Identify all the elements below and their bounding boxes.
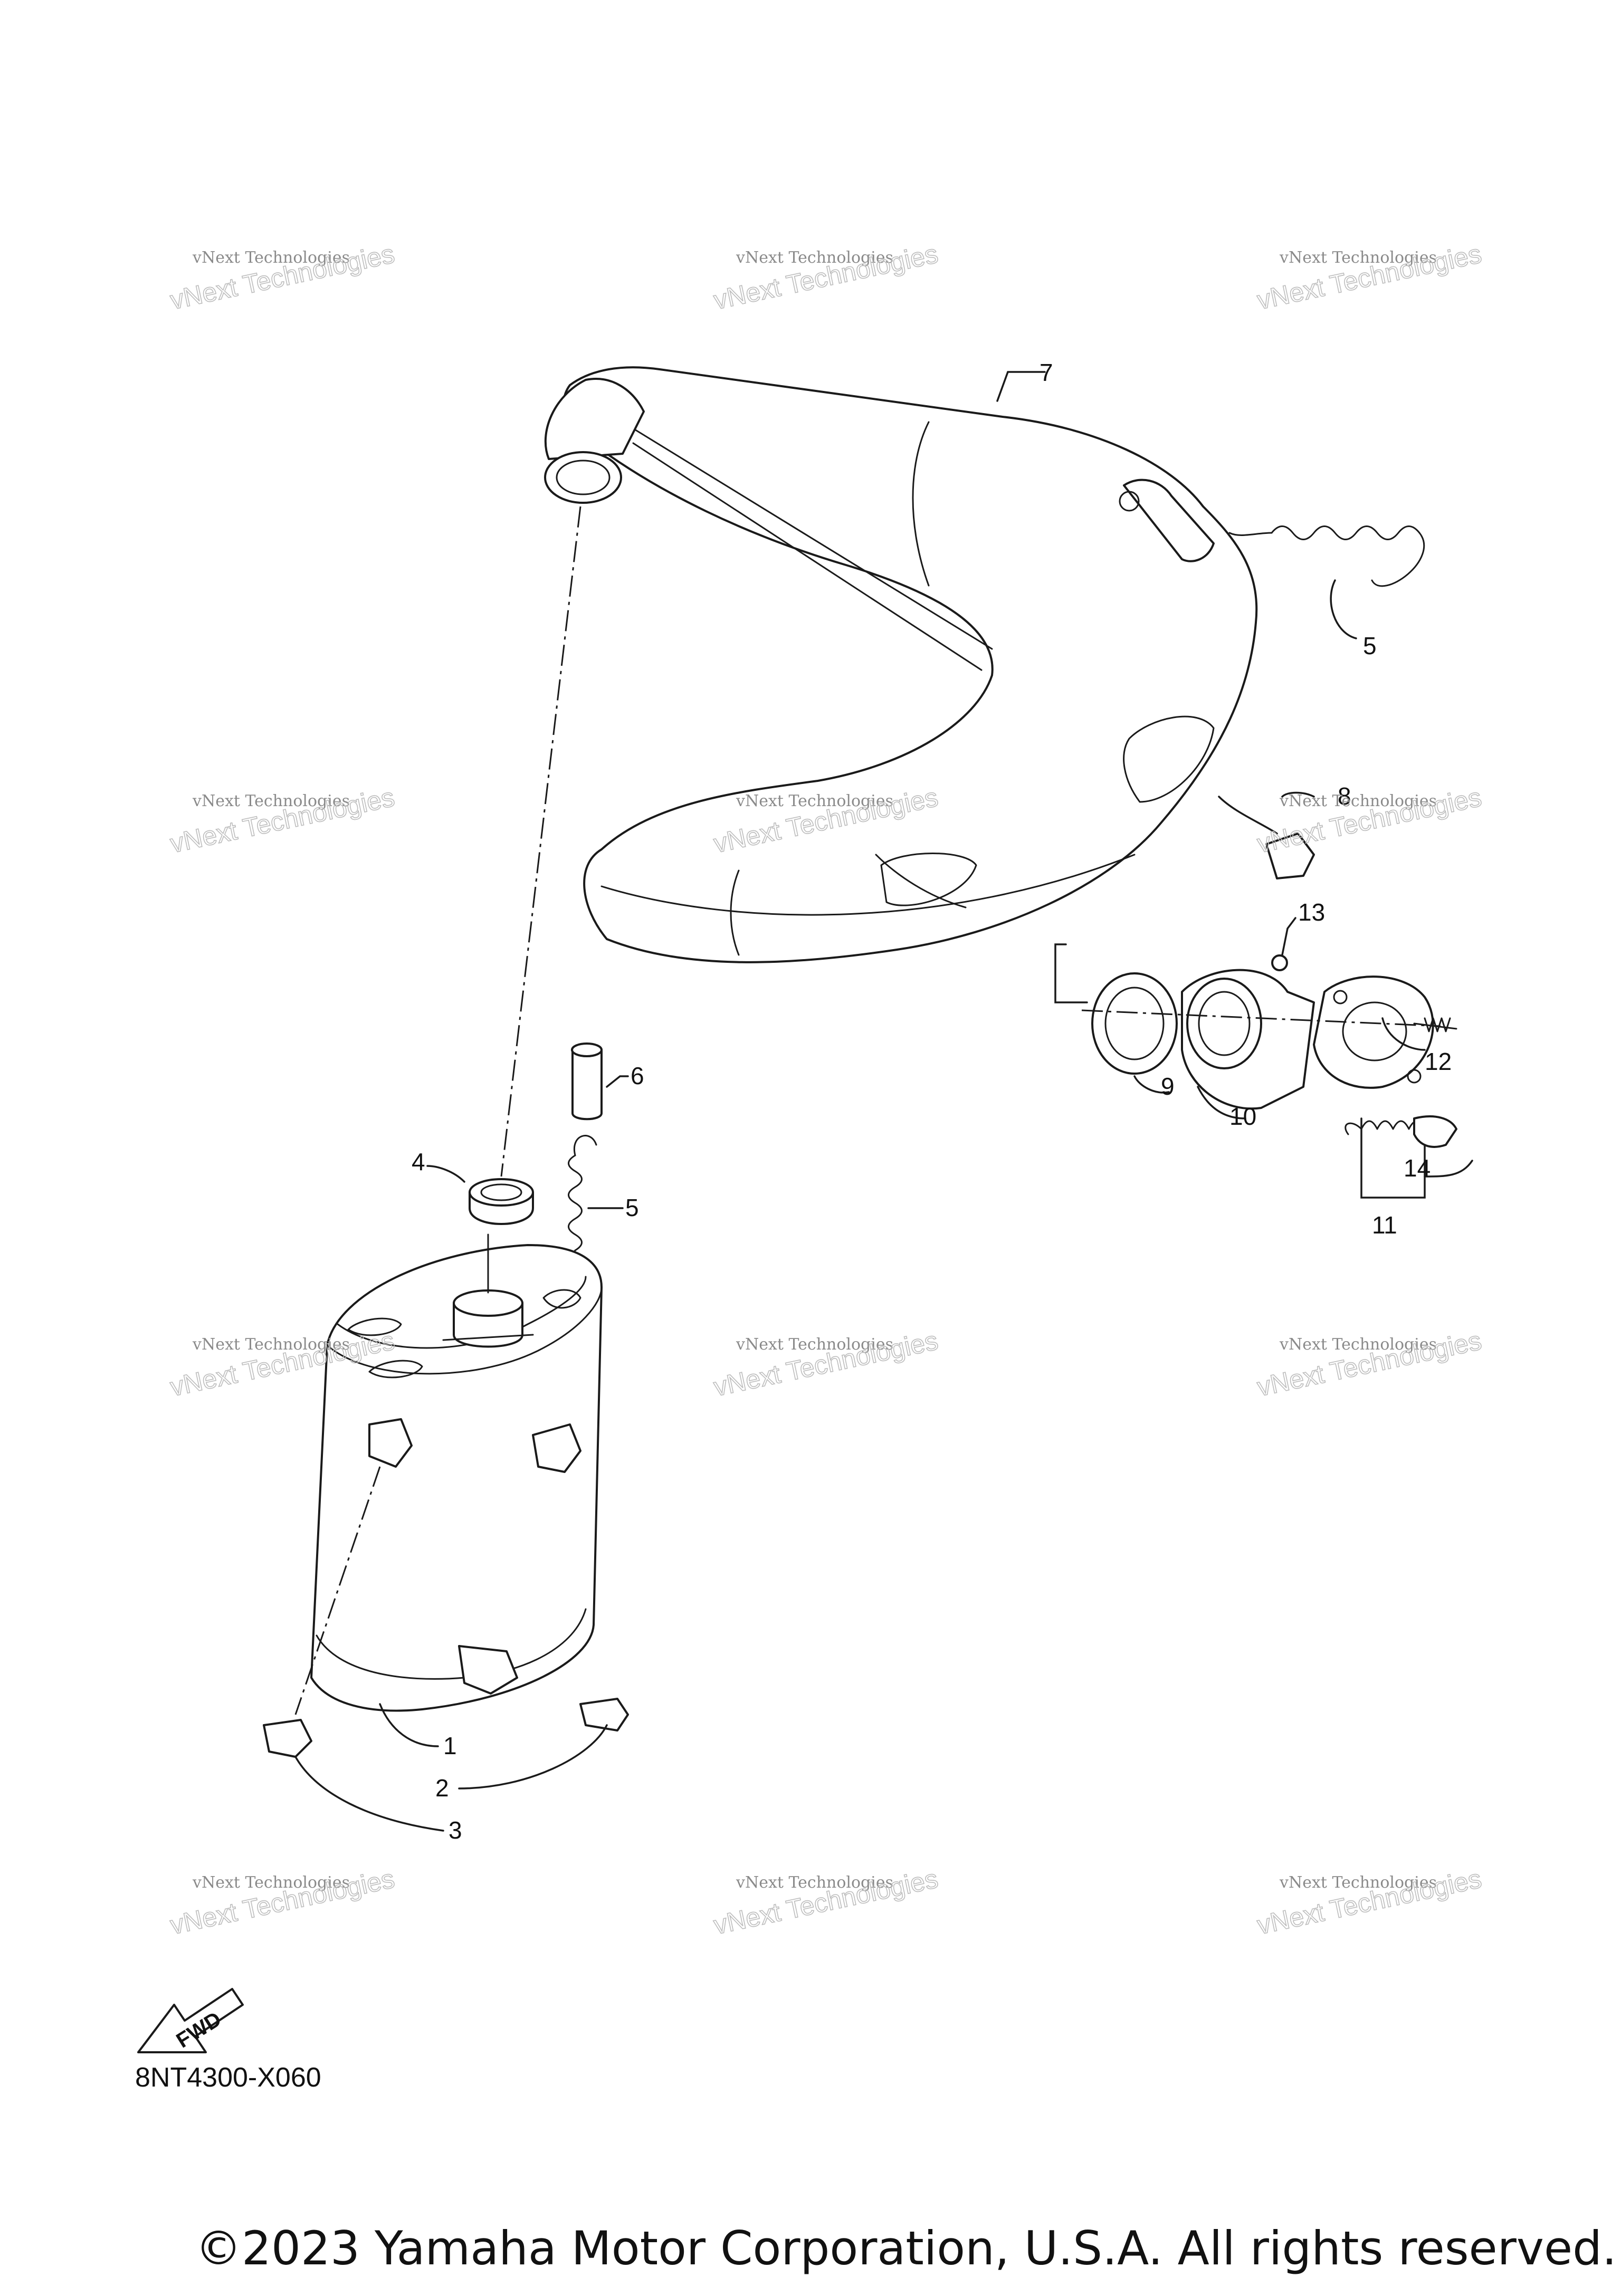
callout-9: 9: [1161, 1073, 1175, 1100]
watermark-2: vNext Technologies vNext Technologies: [711, 238, 941, 315]
svg-text:vNext Technologies: vNext Technologies: [736, 792, 893, 810]
watermark-3: vNext Technologies vNext Technologies: [1254, 238, 1484, 315]
watermark-10: vNext Technologies vNext Technologies: [167, 1863, 397, 1940]
svg-text:vNext Technologies: vNext Technologies: [736, 248, 893, 267]
watermark-12: vNext Technologies vNext Technologies: [1254, 1863, 1484, 1940]
svg-text:vNext Technologies: vNext Technologies: [1279, 1873, 1437, 1892]
fwd-arrow-icon: FWD: [137, 1988, 244, 2053]
svg-text:vNext Technologies: vNext Technologies: [736, 1335, 893, 1354]
callout-5-middle: 5: [625, 1194, 639, 1221]
spring-top-part: [1228, 525, 1425, 587]
callout-4: 4: [412, 1148, 425, 1175]
callout-8: 8: [1338, 782, 1351, 810]
svg-text:vNext Technologies: vNext Technologies: [1279, 792, 1437, 810]
spring-middle-part: [568, 1135, 597, 1270]
callout-12: 12: [1425, 1048, 1452, 1075]
copyright-notice: ©2023 Yamaha Motor Corporation, U.S.A. A…: [195, 2221, 1617, 2275]
joint-assembly: [1091, 954, 1457, 1148]
muffler-part: [310, 1244, 603, 1712]
watermark-1: vNext Technologies vNext Technologies: [167, 238, 397, 315]
damper-part: [1265, 833, 1315, 879]
svg-text:vNext Technologies: vNext Technologies: [192, 1335, 350, 1354]
collar-part: [571, 1042, 603, 1121]
watermark-9: vNext Technologies vNext Technologies: [1254, 1325, 1484, 1402]
damper-lower-parts: [263, 1698, 629, 1758]
exhaust-chamber-part: [544, 366, 1258, 963]
callout-14: 14: [1404, 1154, 1431, 1182]
watermark-8: vNext Technologies vNext Technologies: [711, 1325, 941, 1402]
callout-6: 6: [631, 1062, 644, 1089]
callout-3: 3: [449, 1816, 462, 1844]
svg-text:vNext Technologies: vNext Technologies: [1279, 248, 1437, 267]
diagram-code: 8NT4300-X060: [135, 2062, 321, 2093]
leader-lines: [294, 371, 1473, 1832]
grommet-part: [469, 1178, 534, 1225]
svg-text:vNext Technologies: vNext Technologies: [192, 792, 350, 810]
watermark-4: vNext Technologies vNext Technologies: [167, 782, 397, 859]
svg-text:vNext Technologies: vNext Technologies: [192, 1873, 350, 1892]
watermark-11: vNext Technologies vNext Technologies: [711, 1863, 941, 1940]
callout-labels: 7 5 8 13 12 9 10 14 11 6 4 5 1 2 3: [412, 359, 1452, 1844]
callout-5-top: 5: [1363, 632, 1377, 659]
watermark-6: vNext Technologies vNext Technologies: [1254, 782, 1484, 859]
callout-7: 7: [1040, 359, 1053, 386]
svg-text:vNext Technologies: vNext Technologies: [1279, 1335, 1437, 1354]
callout-1: 1: [443, 1732, 457, 1759]
callout-2: 2: [435, 1774, 449, 1802]
callout-13: 13: [1298, 898, 1325, 926]
svg-text:vNext Technologies: vNext Technologies: [192, 248, 350, 267]
svg-text:vNext Technologies: vNext Technologies: [736, 1873, 893, 1892]
callout-11: 11: [1372, 1211, 1397, 1239]
callout-10: 10: [1229, 1103, 1256, 1130]
